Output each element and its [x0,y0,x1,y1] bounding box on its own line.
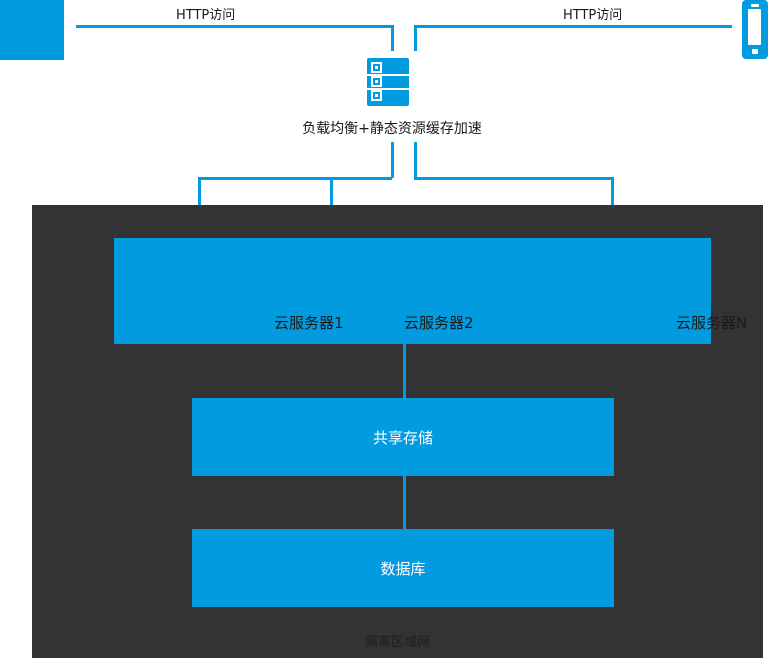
fanout-bus-right [414,177,614,180]
cloud-servers-box[interactable]: 云服务器1 云服务器2 云服务器N [114,238,747,344]
shared-storage-box[interactable]: 共享存储 [192,398,614,476]
desktop-pc-icon [0,0,64,60]
database-box[interactable]: 数据库 [192,529,614,607]
rack-unit [371,90,382,101]
cloud-server-1-label: 云服务器1 [274,314,344,332]
fanout-bus-left [198,177,392,180]
pc-to-lb-horizontal [76,25,394,28]
mobile-phone-icon [742,0,768,59]
rack-divider [367,88,409,90]
phone-speaker [751,4,759,7]
storage-to-database-connector [403,476,406,529]
mobile-connection-label: HTTP访问 [563,8,623,23]
lb-down-vertical-right [414,142,417,178]
phone-screen [748,9,761,45]
pc-connection-label: HTTP访问 [176,8,236,23]
lb-down-vertical-left [391,142,394,178]
pc-to-lb-vertical [391,25,394,51]
database-label: 数据库 [380,559,426,578]
rack-divider [367,74,409,76]
mobile-to-lb-horizontal [414,25,732,28]
server-rack-icon [367,58,409,106]
phone-home-button [752,49,758,54]
mobile-to-lb-vertical [414,25,417,51]
servers-to-storage-connector [403,344,406,398]
cloud-server-2-label: 云服务器2 [404,314,474,332]
private-network-zone-label: 隔离区域网 [364,635,430,650]
cloud-server-n-label: 云服务器N [676,314,748,332]
rack-unit [371,76,382,87]
load-balancer-label: 负载均衡+静态资源缓存加速 [302,121,482,137]
rack-unit [371,62,382,73]
shared-storage-label: 共享存储 [372,428,433,447]
